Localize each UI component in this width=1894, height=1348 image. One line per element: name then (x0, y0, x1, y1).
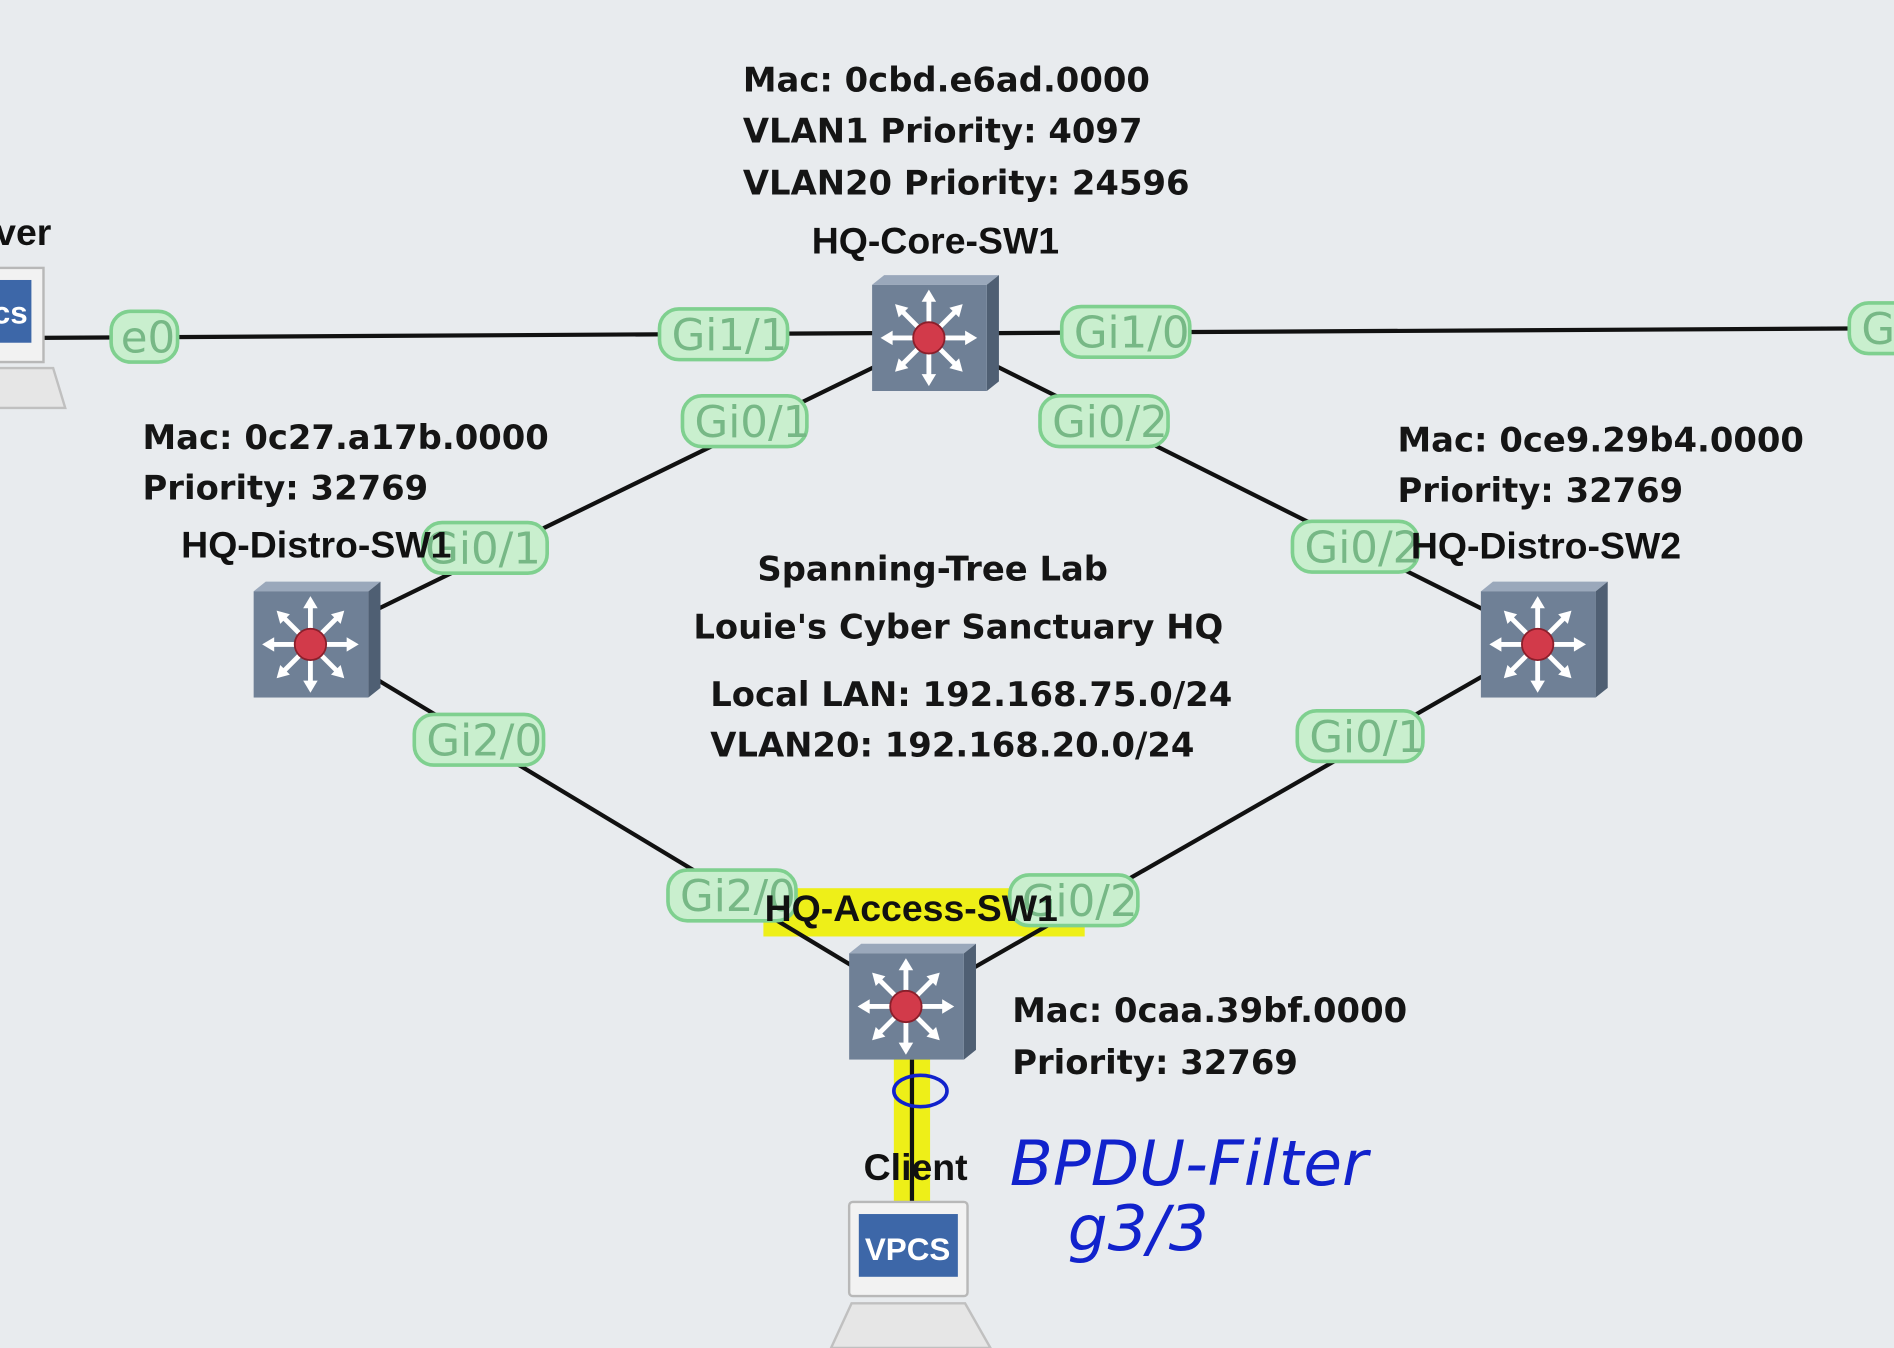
core-switch-icon[interactable] (872, 275, 999, 391)
annotation-line1: BPDU-Filter (1010, 1127, 1372, 1200)
server-label: ver (0, 211, 51, 253)
client-screen (858, 1214, 958, 1277)
svg-text:G: G (1861, 305, 1894, 355)
core-switch[interactable]: Mac: 0cbd.e6ad.0000 VLAN1 Priority: 4097… (743, 61, 1190, 391)
port-distro2-gi0-1[interactable]: Gi0/1 (1295, 708, 1425, 764)
access-switch-icon[interactable] (849, 944, 976, 1060)
svg-text:Gi0/1: Gi0/1 (695, 398, 811, 448)
distro2-priority: Priority: 32769 (1398, 471, 1684, 510)
server-node[interactable]: ver cs (0, 211, 67, 410)
handwritten-annotation: BPDU-Filter g3/3 (1010, 1127, 1372, 1265)
port-labels: e0 Gi1/1 Gi1/0 G Gi0/1 Gi0/2 Gi0/1 Gi0/ (109, 301, 1894, 928)
lab-info: Spanning-Tree Lab Louie's Cyber Sanctuar… (693, 549, 1232, 764)
svg-text:Gi0/1: Gi0/1 (425, 525, 541, 575)
port-core-gi1-0[interactable]: Gi1/0 (1059, 304, 1192, 360)
core-name: HQ-Core-SW1 (812, 219, 1059, 261)
distro2-name: HQ-Distro-SW2 (1411, 525, 1681, 567)
access-switch[interactable]: HQ-Access-SW1 Mac: 0caa.39bf.0000 Priori… (765, 887, 1408, 1082)
port-circle-mark (892, 1073, 949, 1109)
access-mac: Mac: 0caa.39bf.0000 (1012, 991, 1407, 1030)
svg-text:Gi1/1: Gi1/1 (672, 311, 788, 361)
access-name: HQ-Access-SW1 (765, 887, 1058, 929)
distro1-name: HQ-Distro-SW1 (181, 524, 451, 566)
svg-text:Gi1/0: Gi1/0 (1074, 309, 1190, 359)
port-distro1-gi2-0[interactable]: Gi2/0 (412, 712, 546, 767)
port-distro1-gi0-1[interactable]: Gi0/1 (420, 520, 549, 576)
core-vlan1-priority: VLAN1 Priority: 4097 (743, 111, 1143, 150)
access-priority: Priority: 32769 (1012, 1043, 1298, 1082)
annotation-line2: g3/3 (1068, 1192, 1209, 1265)
svg-text:Gi2/0: Gi2/0 (680, 872, 796, 922)
distro2-switch-icon[interactable] (1481, 582, 1608, 698)
distro2-mac: Mac: 0ce9.29b4.0000 (1398, 420, 1804, 459)
distro1-priority: Priority: 32769 (143, 469, 429, 508)
port-core-gi0-1[interactable]: Gi0/1 (680, 394, 811, 449)
port-access-gi2-0[interactable]: Gi2/0 (666, 868, 798, 923)
lab-title: Spanning-Tree Lab (757, 549, 1108, 588)
svg-text:Gi0/2: Gi0/2 (1052, 398, 1168, 448)
port-server-e0[interactable]: e0 (109, 309, 180, 364)
core-vlan20-priority: VLAN20 Priority: 24596 (743, 163, 1190, 202)
distro1-switch[interactable]: Mac: 0c27.a17b.0000 Priority: 32769 HQ-D… (143, 418, 549, 698)
port-core-gi1-1[interactable]: Gi1/1 (657, 307, 790, 362)
svg-text:Gi0/2: Gi0/2 (1022, 877, 1138, 927)
core-mac: Mac: 0cbd.e6ad.0000 (743, 61, 1150, 100)
distro1-mac: Mac: 0c27.a17b.0000 (143, 418, 549, 457)
lab-local-lan: Local LAN: 192.168.75.0/24 (710, 675, 1232, 714)
distro1-switch-icon[interactable] (254, 582, 381, 698)
server-icon-text: cs (0, 295, 28, 330)
client-node[interactable]: Client VPCS (829, 1146, 992, 1348)
lab-subtitle: Louie's Cyber Sanctuary HQ (693, 607, 1223, 646)
lab-vlan20: VLAN20: 192.168.20.0/24 (710, 726, 1194, 765)
server-base (0, 366, 67, 410)
svg-text:e0: e0 (121, 313, 175, 363)
client-name: Client (864, 1146, 968, 1188)
port-distro2-gi0-2[interactable]: Gi0/2 (1290, 519, 1421, 574)
links (36, 326, 1894, 1207)
port-core-gi0-2[interactable]: Gi0/2 (1038, 394, 1170, 449)
svg-text:Gi2/0: Gi2/0 (426, 716, 542, 766)
svg-text:Gi0/2: Gi0/2 (1305, 523, 1421, 573)
port-right-edge[interactable]: G (1847, 301, 1894, 356)
distro2-switch[interactable]: Mac: 0ce9.29b4.0000 Priority: 32769 HQ-D… (1398, 420, 1804, 697)
server-screen (0, 279, 32, 343)
svg-text:Gi0/1: Gi0/1 (1309, 713, 1425, 763)
client-icon-text: VPCS (865, 1232, 950, 1267)
port-access-gi0-2[interactable]: Gi0/2 (1007, 873, 1140, 928)
client-base (829, 1302, 992, 1348)
